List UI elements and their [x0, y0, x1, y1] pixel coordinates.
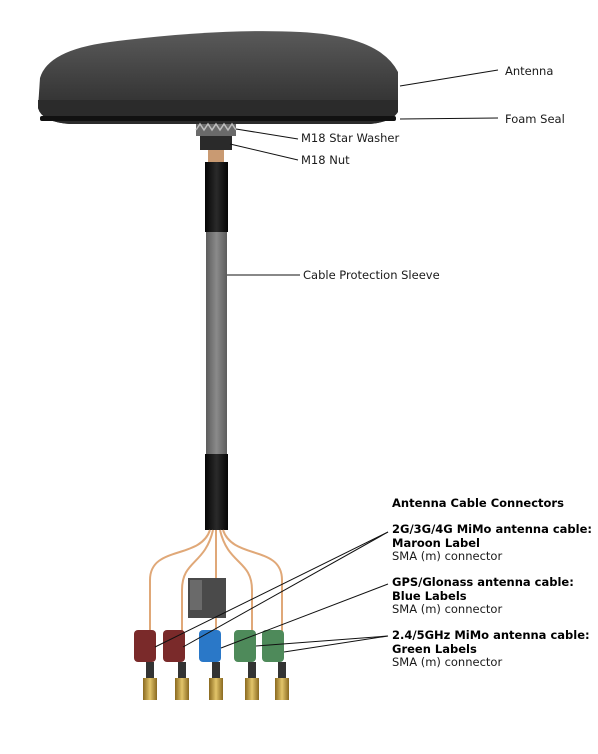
- antenna-callout: Antenna: [505, 64, 554, 78]
- gps-label-color: Blue Labels: [392, 588, 467, 603]
- cellular-title: 2G/3G/4G MiMo antenna cable:: [392, 522, 592, 536]
- connector-group-gps: GPS/Glonass antenna cable: Blue Labels S…: [392, 575, 574, 617]
- maroon-label-1: [134, 630, 156, 662]
- cellular-label-color: Maroon Label: [392, 535, 480, 550]
- connector-group-cellular: 2G/3G/4G MiMo antenna cable: Maroon Labe…: [392, 522, 592, 564]
- antenna-dome: [38, 31, 398, 124]
- gps-connector: SMA (m) connector: [392, 602, 503, 616]
- grey-bracket: [188, 578, 226, 618]
- lower-heatshrink: [205, 454, 228, 530]
- wifi-title: 2.4/5GHz MiMo antenna cable:: [392, 628, 590, 642]
- connectors-heading: Antenna Cable Connectors: [392, 496, 564, 510]
- m18-nut: [200, 136, 232, 162]
- connector-group-wifi: 2.4/5GHz MiMo antenna cable: Green Label…: [392, 628, 590, 670]
- foam-seal-callout: Foam Seal: [505, 112, 565, 126]
- cellular-connector: SMA (m) connector: [392, 549, 503, 563]
- cable-labels: [134, 630, 284, 662]
- nut-callout: M18 Nut: [301, 153, 350, 167]
- gps-title: GPS/Glonass antenna cable:: [392, 575, 574, 589]
- star-washer: [195, 122, 237, 136]
- blue-label: [199, 630, 221, 662]
- cable-protection-sleeve: [206, 232, 227, 454]
- star-washer-callout: M18 Star Washer: [301, 131, 400, 145]
- sma-connectors: [143, 662, 289, 700]
- sleeve-callout: Cable Protection Sleeve: [303, 268, 440, 282]
- wifi-connector: SMA (m) connector: [392, 655, 503, 669]
- upper-heatshrink: [205, 162, 228, 232]
- green-label-1: [234, 630, 256, 662]
- maroon-label-2: [163, 630, 185, 662]
- green-label-2: [262, 630, 284, 662]
- callout-lines: [154, 69, 499, 653]
- wifi-label-color: Green Labels: [392, 641, 477, 656]
